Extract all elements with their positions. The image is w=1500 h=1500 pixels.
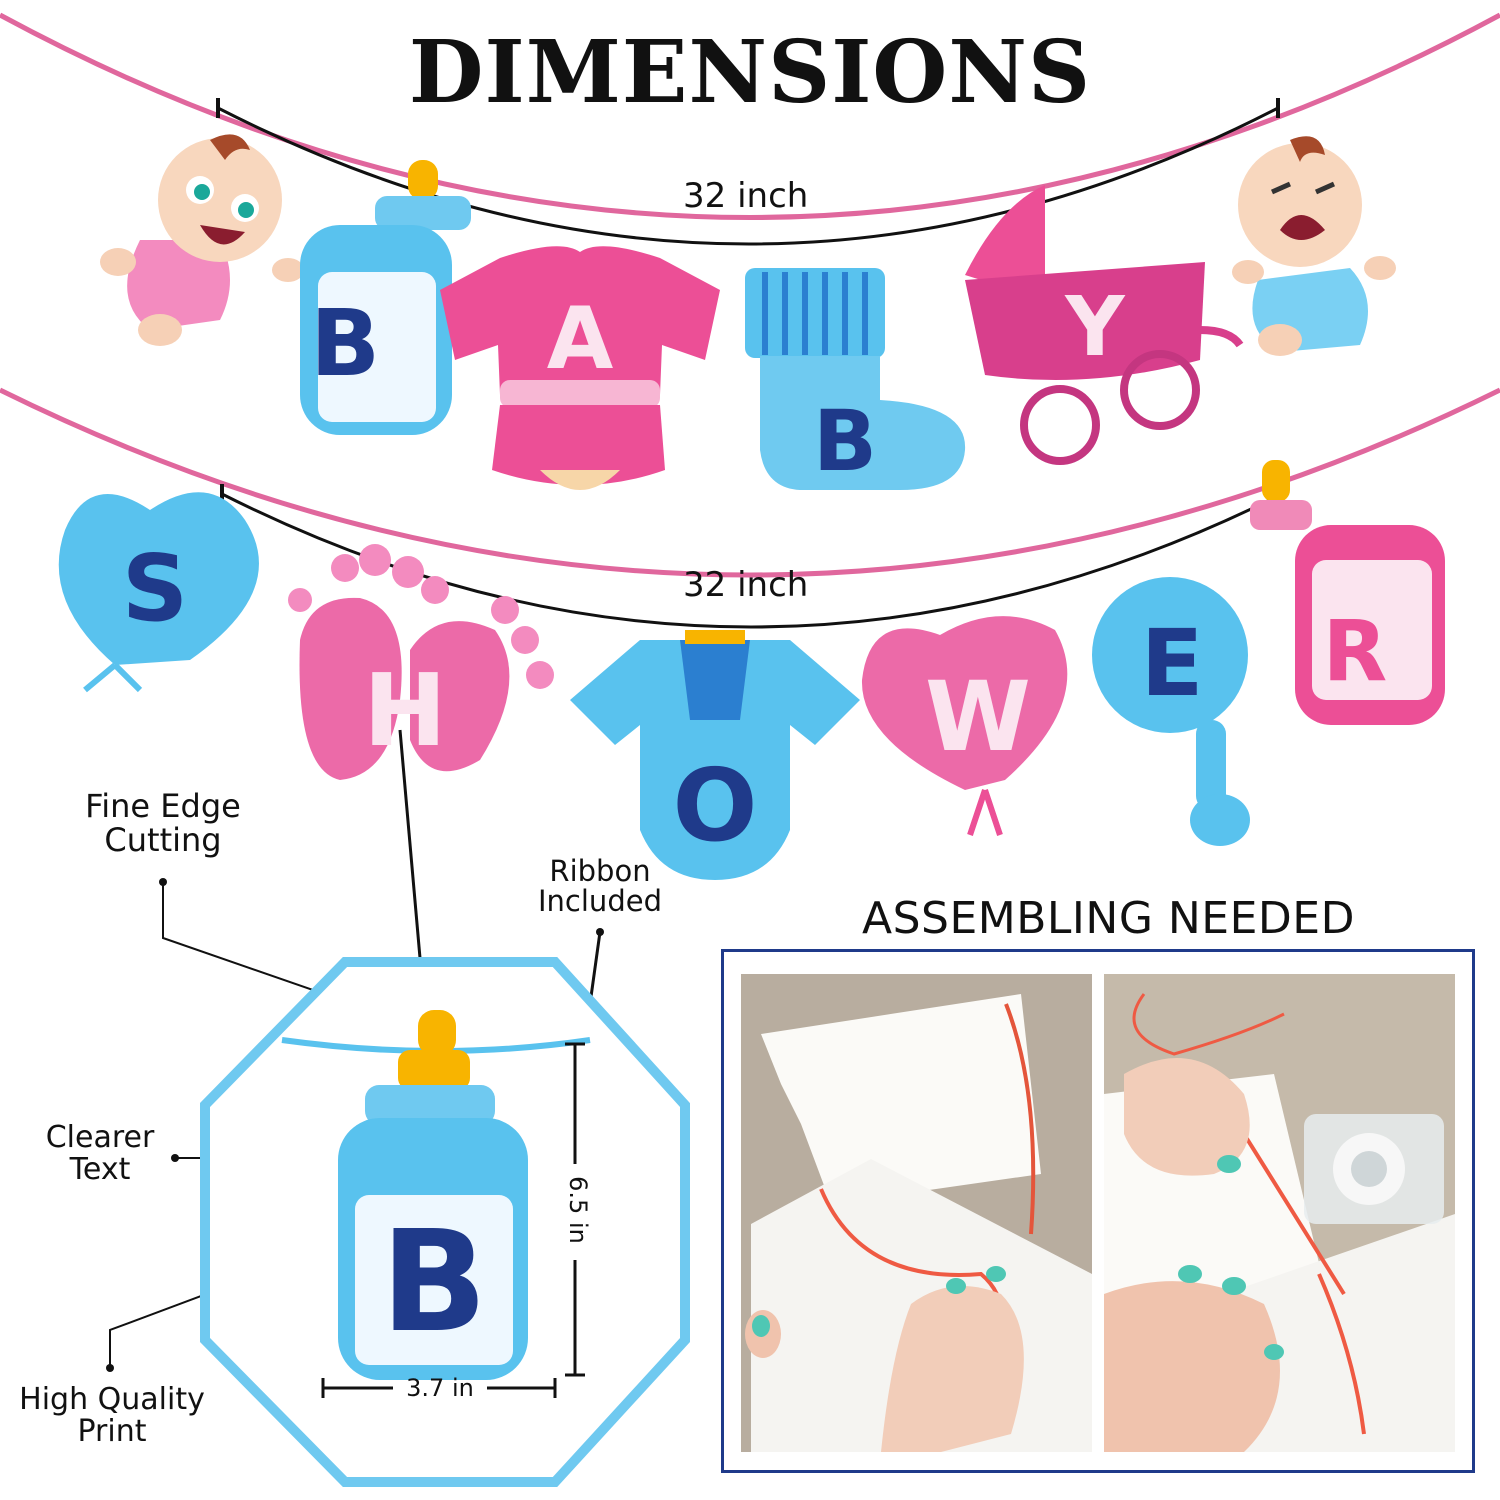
sock-b-icon: B bbox=[745, 268, 966, 490]
clearer-text-callout: Clearer Text bbox=[45, 1120, 155, 1187]
row1-width-label: 32 inch bbox=[683, 176, 809, 216]
letter-a-row1: A bbox=[547, 289, 614, 389]
fine-edge-callout: Fine Edge Cutting bbox=[85, 787, 241, 859]
heart-balloon-w-icon: W bbox=[861, 616, 1068, 836]
detail-height-label: 6.5 in bbox=[564, 1176, 592, 1244]
letter-s-row2: S bbox=[122, 535, 188, 642]
onesie-o-icon: O bbox=[570, 630, 860, 880]
assembly-photo-right bbox=[1104, 974, 1455, 1452]
ribbon-callout: Ribbon Included bbox=[538, 854, 662, 919]
baby-feet-h-icon: H bbox=[288, 544, 554, 780]
assembling-title: ASSEMBLING NEEDED bbox=[862, 893, 1355, 944]
letter-h-row2: H bbox=[363, 652, 447, 769]
letter-b2-row1: B bbox=[813, 392, 877, 490]
baby-boy-icon bbox=[1232, 136, 1396, 356]
letter-b-row1: B bbox=[310, 290, 380, 397]
row2-width-label: 32 inch bbox=[683, 565, 809, 605]
dress-a-icon: A bbox=[440, 246, 720, 490]
stroller-y-icon: Y bbox=[965, 185, 1244, 465]
letter-e-row2: E bbox=[1141, 610, 1204, 717]
rattle-e-icon: E bbox=[1092, 577, 1250, 846]
detail-letter: B bbox=[381, 1201, 488, 1364]
detail-width-label: 3.7 in bbox=[406, 1374, 474, 1402]
detail-bottle-icon: B bbox=[338, 1010, 528, 1380]
width-arc-row1 bbox=[217, 106, 1279, 246]
letter-r-row2: R bbox=[1323, 602, 1388, 700]
letter-o-row2: O bbox=[672, 747, 757, 864]
high-quality-callout: High Quality Print bbox=[19, 1382, 205, 1449]
baby-girl-icon bbox=[100, 134, 304, 346]
letter-y-row1: Y bbox=[1064, 280, 1126, 375]
letter-w-row2: W bbox=[925, 661, 1031, 773]
assembly-photo-left bbox=[741, 974, 1092, 1452]
heart-balloon-s-icon: S bbox=[58, 492, 259, 693]
banner-string-top bbox=[0, 12, 1500, 220]
assembly-photo-frame bbox=[721, 949, 1475, 1473]
pink-bottle-r-icon: R bbox=[1250, 460, 1445, 725]
bottle-b-icon: B bbox=[300, 160, 471, 435]
page-title: DIMENSIONS bbox=[408, 22, 1092, 123]
detail-pointer-line bbox=[398, 729, 422, 959]
